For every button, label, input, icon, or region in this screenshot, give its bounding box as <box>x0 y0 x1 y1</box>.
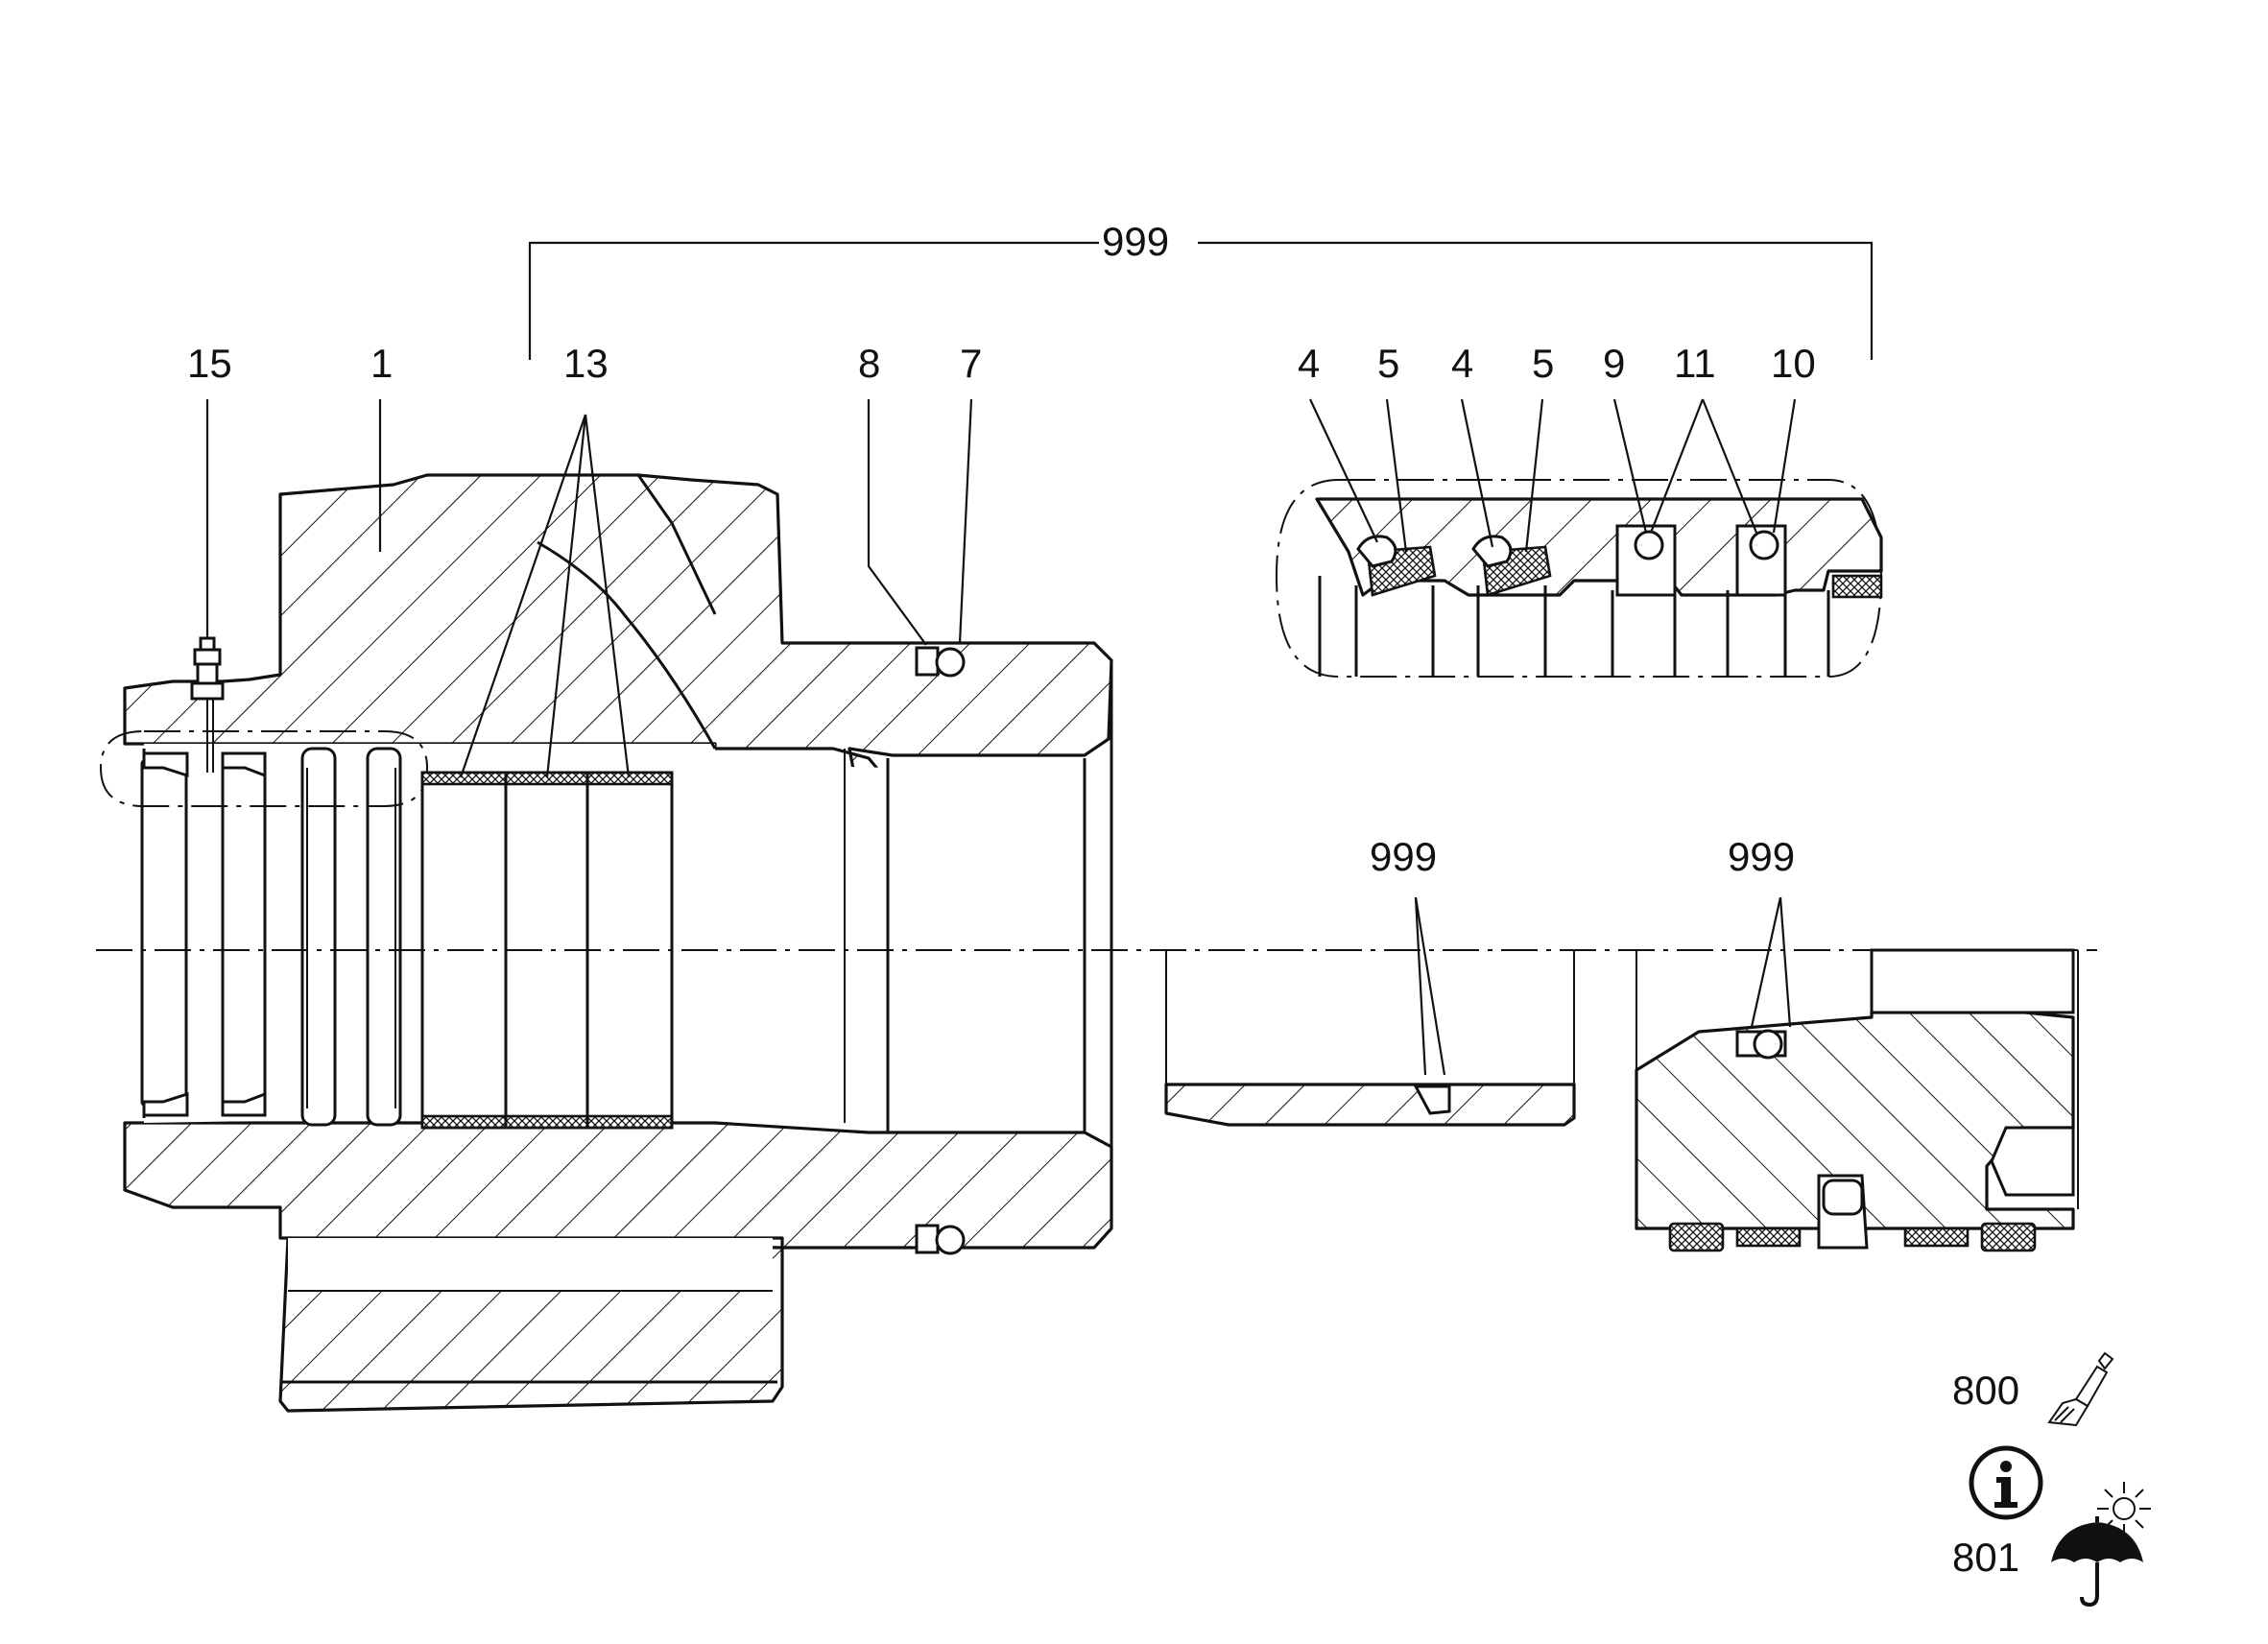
callout-5a: 5 <box>1377 341 1399 386</box>
piston-detail-view <box>1635 948 2079 1252</box>
callout-4a: 4 <box>1298 341 1320 386</box>
info-icon <box>1969 1445 2043 1520</box>
umbrella-icon <box>2051 1516 2143 1608</box>
callout-8: 8 <box>858 341 880 386</box>
callout-4b: 4 <box>1451 341 1473 386</box>
paintbrush-icon <box>2047 1351 2114 1427</box>
tube-detail-view <box>1164 950 1576 1127</box>
callout-1: 1 <box>370 341 393 386</box>
callout-999-right: 999 <box>1728 834 1795 879</box>
seal-detail-view <box>1275 479 1883 678</box>
grease-nipple <box>190 636 225 773</box>
callout-13: 13 <box>563 341 609 386</box>
callout-800: 800 <box>1952 1368 2019 1413</box>
bore-seal-rings <box>99 730 429 1127</box>
callout-5b: 5 <box>1532 341 1554 386</box>
callout-11: 11 <box>1674 341 1716 386</box>
callout-801: 801 <box>1952 1535 2019 1580</box>
callout-999-top: 999 <box>1102 219 1169 264</box>
leader-lines <box>205 241 1874 1076</box>
callout-15: 15 <box>187 341 232 386</box>
callout-9: 9 <box>1603 341 1625 386</box>
sun-icon <box>2097 1482 2151 1536</box>
callout-10: 10 <box>1771 341 1816 386</box>
housing-o-rings <box>915 646 966 1255</box>
callout-999-mid: 999 <box>1370 834 1437 879</box>
callout-7: 7 <box>960 341 982 386</box>
